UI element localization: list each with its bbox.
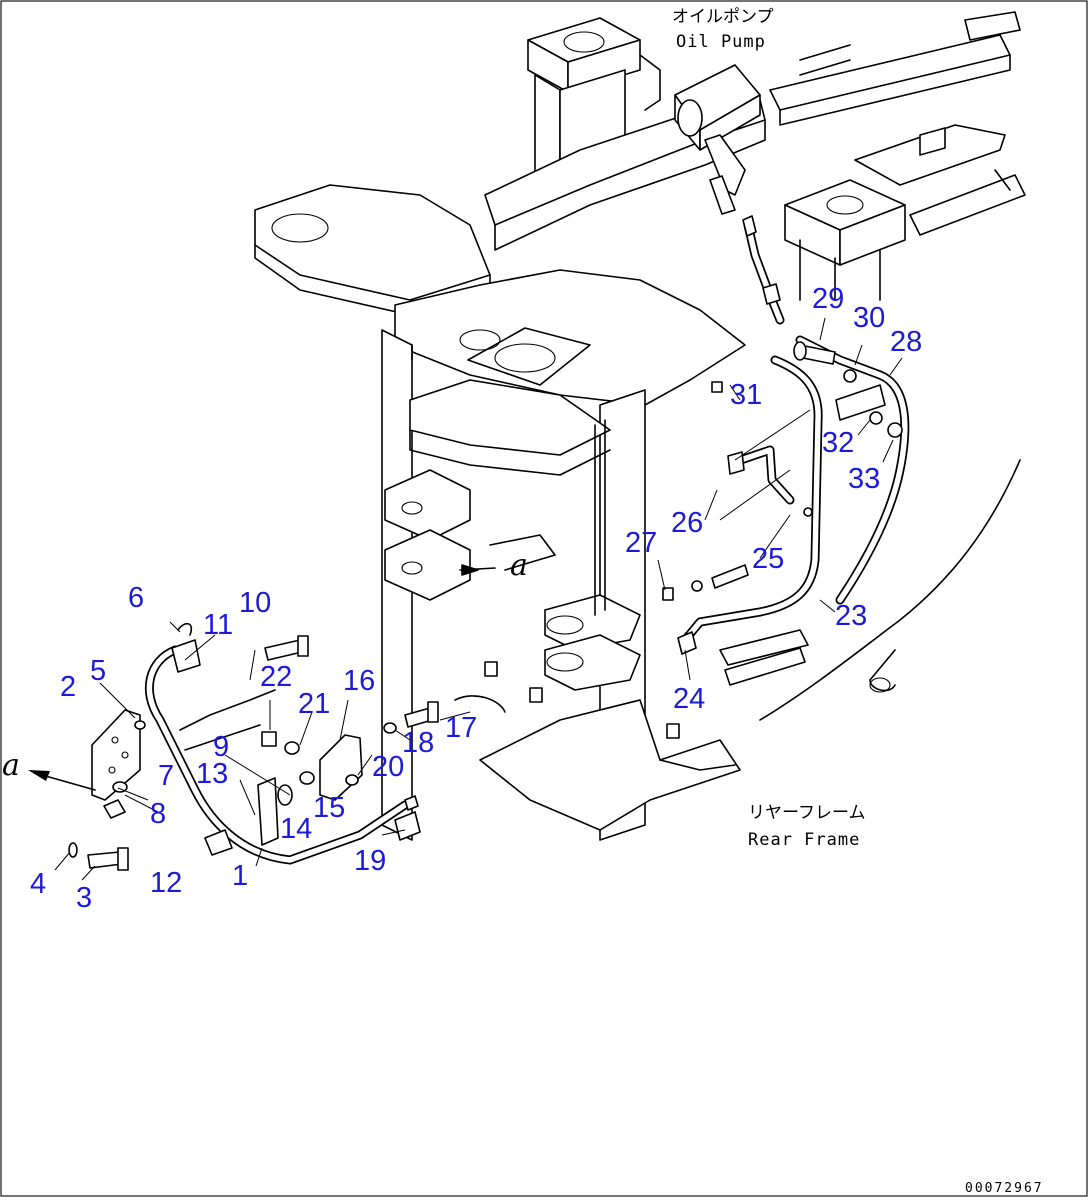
- callout-27[interactable]: 27: [625, 527, 657, 559]
- callout-6[interactable]: 6: [128, 582, 144, 614]
- drawing-number: 00072967: [965, 1181, 1044, 1196]
- callout-10[interactable]: 10: [239, 587, 271, 619]
- rear-frame-drawing: a: [254, 11, 1026, 841]
- callout-33[interactable]: 33: [848, 463, 880, 495]
- callout-3[interactable]: 3: [76, 882, 92, 914]
- part-callouts: 1 2 3 4 5 6 7 8 9 10 11 12 13 14 15 16 1…: [30, 283, 922, 914]
- callout-2[interactable]: 2: [60, 671, 76, 703]
- oil-pump-jp-label: オイルポンプ: [672, 7, 774, 27]
- callout-1[interactable]: 1: [232, 860, 248, 892]
- callout-4[interactable]: 4: [30, 868, 46, 900]
- callout-24[interactable]: 24: [673, 683, 705, 715]
- callout-20[interactable]: 20: [372, 751, 404, 783]
- callout-28[interactable]: 28: [890, 326, 922, 358]
- callout-18[interactable]: 18: [402, 727, 434, 759]
- callout-8[interactable]: 8: [150, 798, 166, 830]
- callout-32[interactable]: 32: [822, 427, 854, 459]
- callout-26[interactable]: 26: [671, 507, 703, 539]
- rear-frame-en-label: Rear Frame: [748, 830, 860, 850]
- callout-31[interactable]: 31: [730, 379, 762, 411]
- callout-12[interactable]: 12: [150, 867, 182, 899]
- callout-30[interactable]: 30: [853, 302, 885, 334]
- callout-11[interactable]: 11: [203, 609, 233, 641]
- callout-5[interactable]: 5: [90, 655, 106, 687]
- callout-16[interactable]: 16: [343, 665, 375, 697]
- callout-17[interactable]: 17: [445, 712, 477, 744]
- rear-frame-jp-label: リヤーフレーム: [748, 803, 865, 823]
- oil-pump-drawing: [674, 64, 761, 215]
- leader-lines: [54, 317, 903, 881]
- callout-19[interactable]: 19: [354, 845, 386, 877]
- callout-29[interactable]: 29: [812, 283, 844, 315]
- callout-21[interactable]: 21: [298, 688, 330, 720]
- view-arrow-label: a: [2, 748, 20, 783]
- callout-14[interactable]: 14: [280, 813, 312, 845]
- callout-9[interactable]: 9: [213, 731, 229, 763]
- callout-7[interactable]: 7: [158, 760, 174, 792]
- callout-15[interactable]: 15: [313, 792, 345, 824]
- callout-13[interactable]: 13: [196, 758, 228, 790]
- oil-pump-en-label: Oil Pump: [676, 32, 766, 52]
- callout-25[interactable]: 25: [752, 543, 784, 575]
- callout-22[interactable]: 22: [260, 661, 292, 693]
- pipes-and-hoses: a: [2, 215, 910, 871]
- callout-23[interactable]: 23: [835, 600, 867, 632]
